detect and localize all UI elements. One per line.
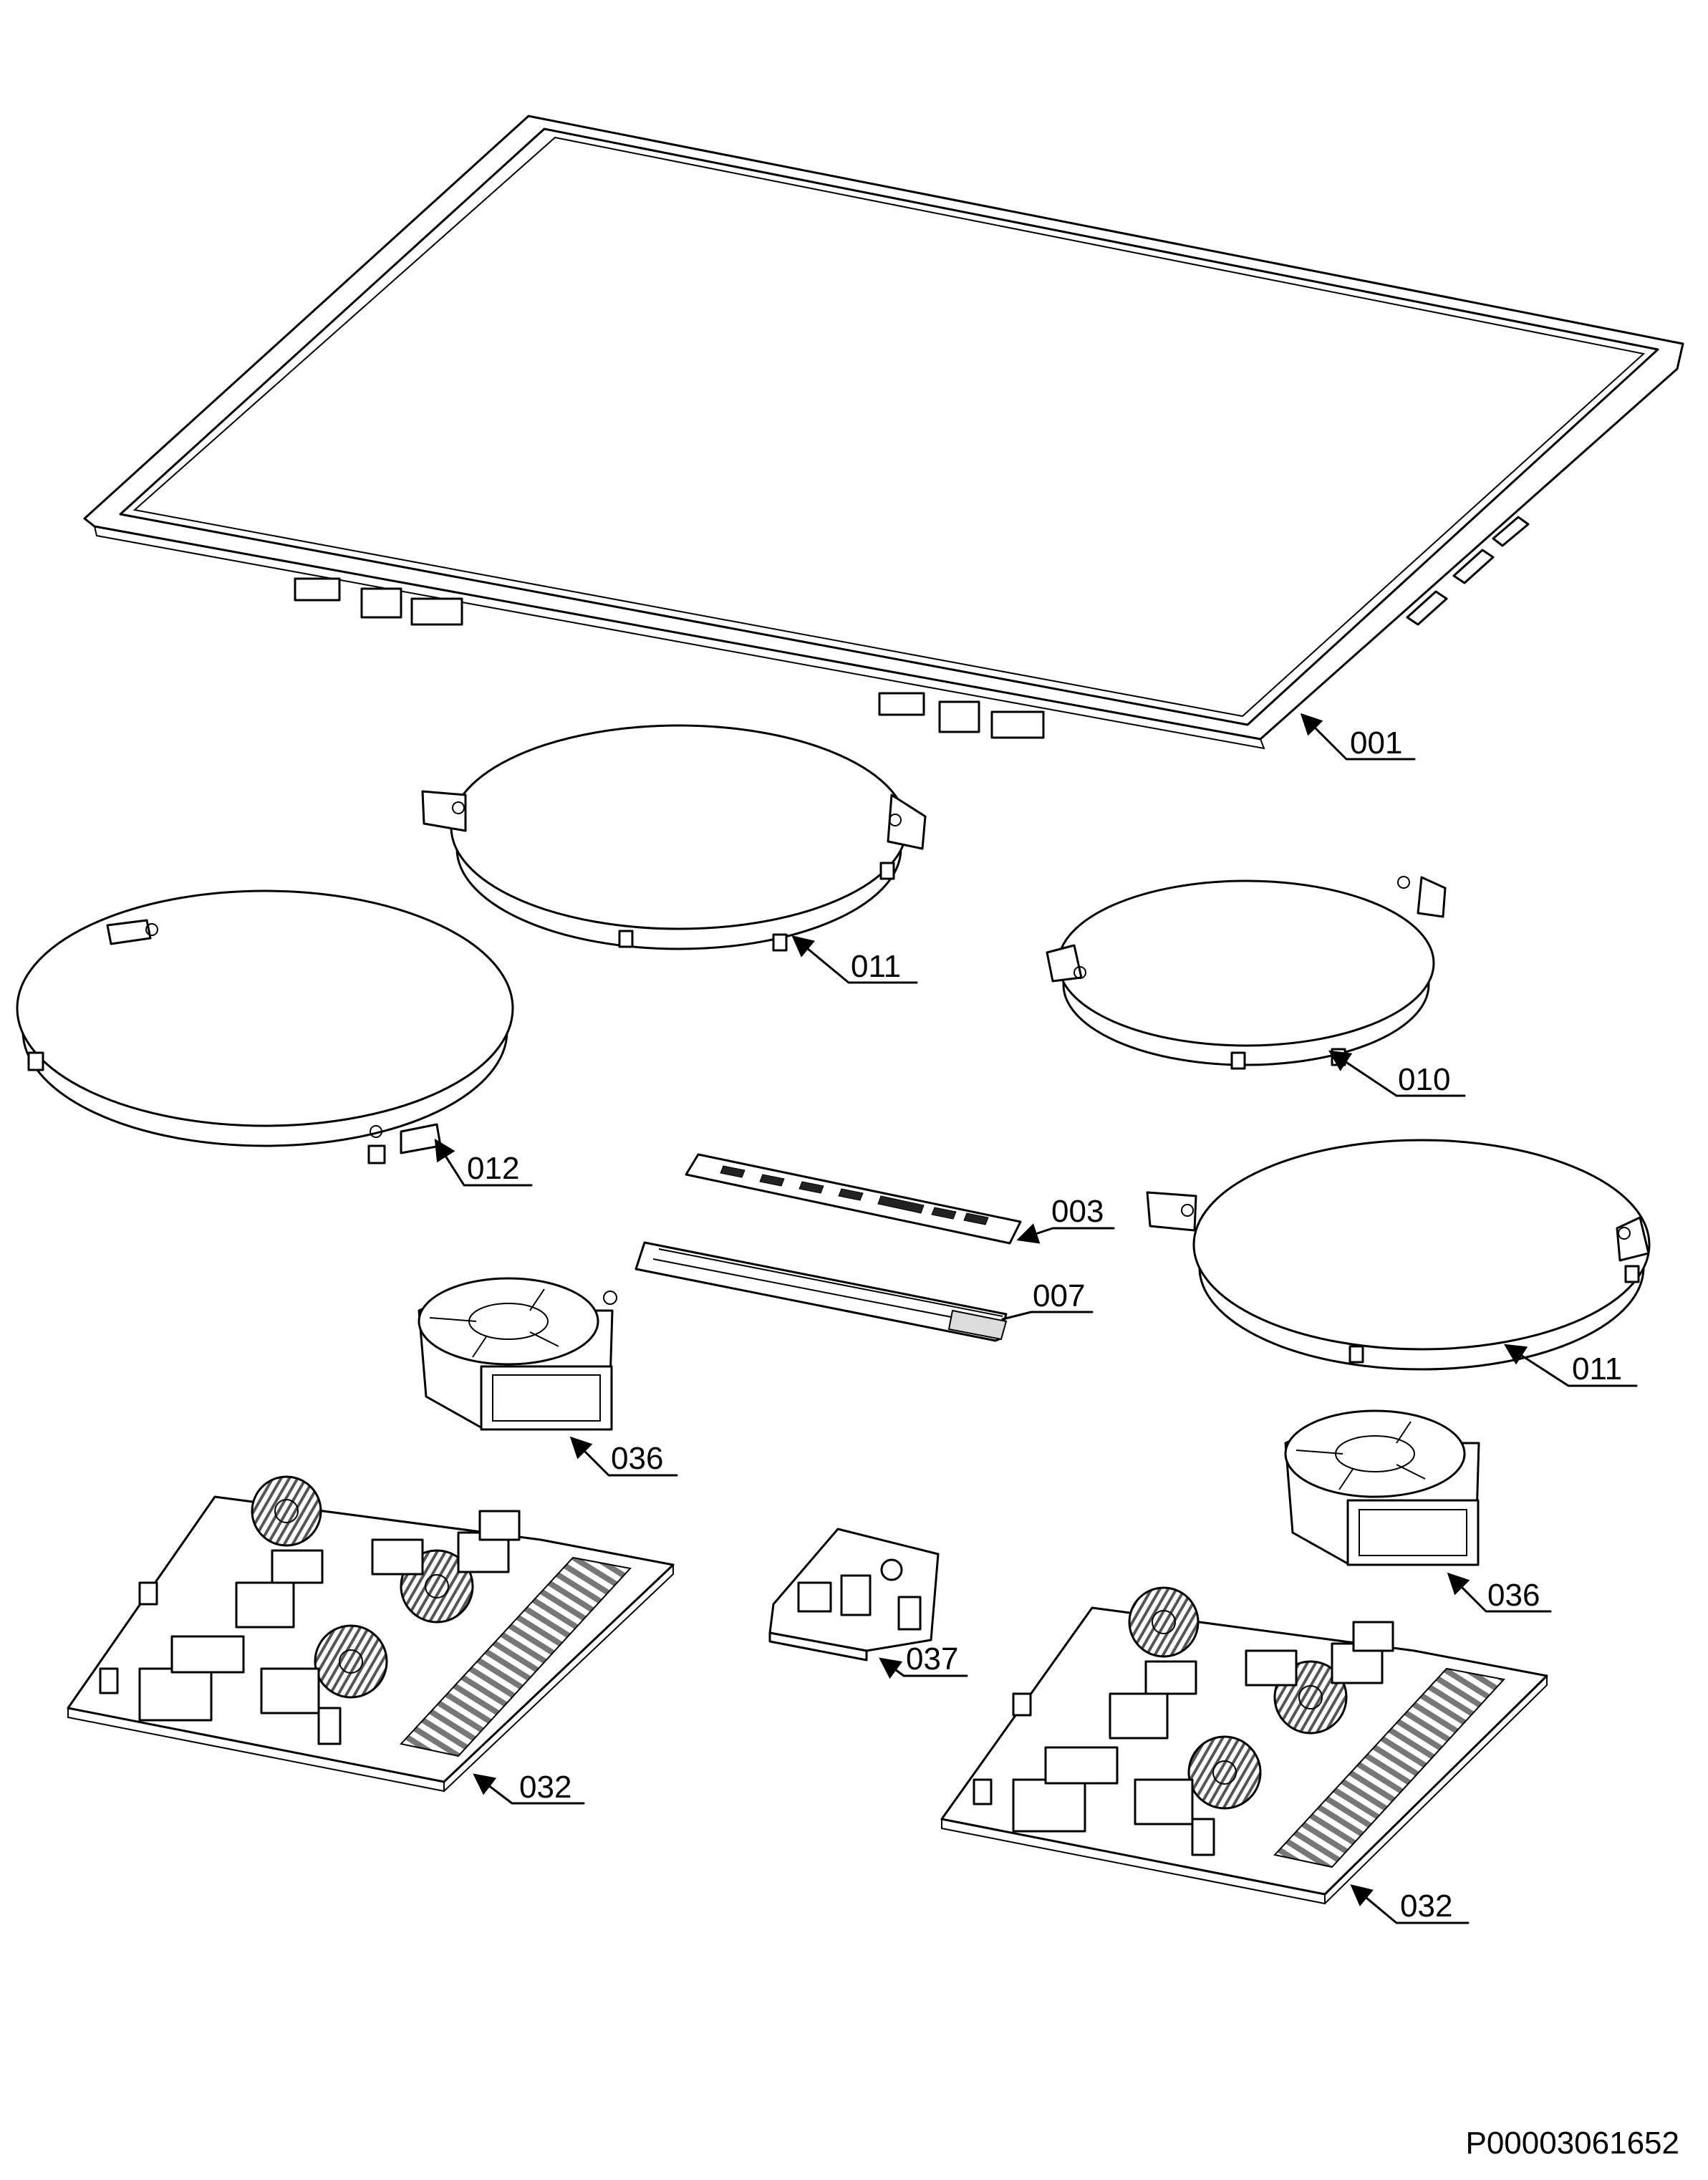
callouts: 001 011 010 012 003 007 011 036 — [434, 713, 1638, 1924]
label-032-right: 032 — [1400, 1889, 1452, 1924]
label-001: 001 — [1350, 725, 1402, 761]
callout-003: 003 — [1016, 1194, 1115, 1244]
hob-frame — [83, 115, 1684, 750]
callout-037: 037 — [879, 1641, 968, 1679]
callout-032-left: 032 — [473, 1770, 585, 1805]
label-037: 037 — [906, 1641, 958, 1677]
label-011-right: 011 — [1572, 1351, 1622, 1386]
label-007: 007 — [1033, 1278, 1085, 1313]
callout-011-top: 011 — [791, 935, 918, 984]
control-holder — [635, 1241, 1008, 1342]
label-010: 010 — [1398, 1062, 1450, 1097]
induction-zone-top-middle — [421, 724, 927, 952]
callout-011-right: 011 — [1503, 1344, 1638, 1387]
callout-010: 010 — [1328, 1050, 1466, 1097]
callout-032-right: 032 — [1350, 1884, 1470, 1924]
label-036-right: 036 — [1487, 1578, 1540, 1613]
label-036-left: 036 — [611, 1441, 663, 1476]
cooling-fan-left — [418, 1277, 617, 1431]
callout-001: 001 — [1300, 713, 1416, 761]
power-board-right — [940, 1586, 1548, 1905]
cooling-fan-right — [1284, 1409, 1480, 1566]
callout-036-left: 036 — [569, 1436, 678, 1477]
power-board-left — [67, 1475, 675, 1793]
callout-012: 012 — [434, 1138, 533, 1187]
frame-clips-left — [294, 577, 463, 626]
label-011-top: 011 — [851, 949, 901, 984]
document-id: P00003061652 — [1465, 2126, 1679, 2161]
induction-zone-top-right — [1046, 876, 1447, 1070]
induction-zone-left — [16, 889, 514, 1164]
frame-clips-right — [878, 692, 1045, 739]
label-032-left: 032 — [519, 1770, 571, 1805]
control-board — [685, 1153, 1022, 1245]
frame-clips-side — [1406, 516, 1530, 626]
callout-036-right: 036 — [1447, 1572, 1552, 1613]
callout-007: 007 — [1001, 1278, 1094, 1321]
induction-zone-right — [1146, 1139, 1651, 1371]
filter-module — [768, 1528, 940, 1661]
label-003: 003 — [1051, 1194, 1104, 1229]
label-012: 012 — [467, 1151, 519, 1186]
